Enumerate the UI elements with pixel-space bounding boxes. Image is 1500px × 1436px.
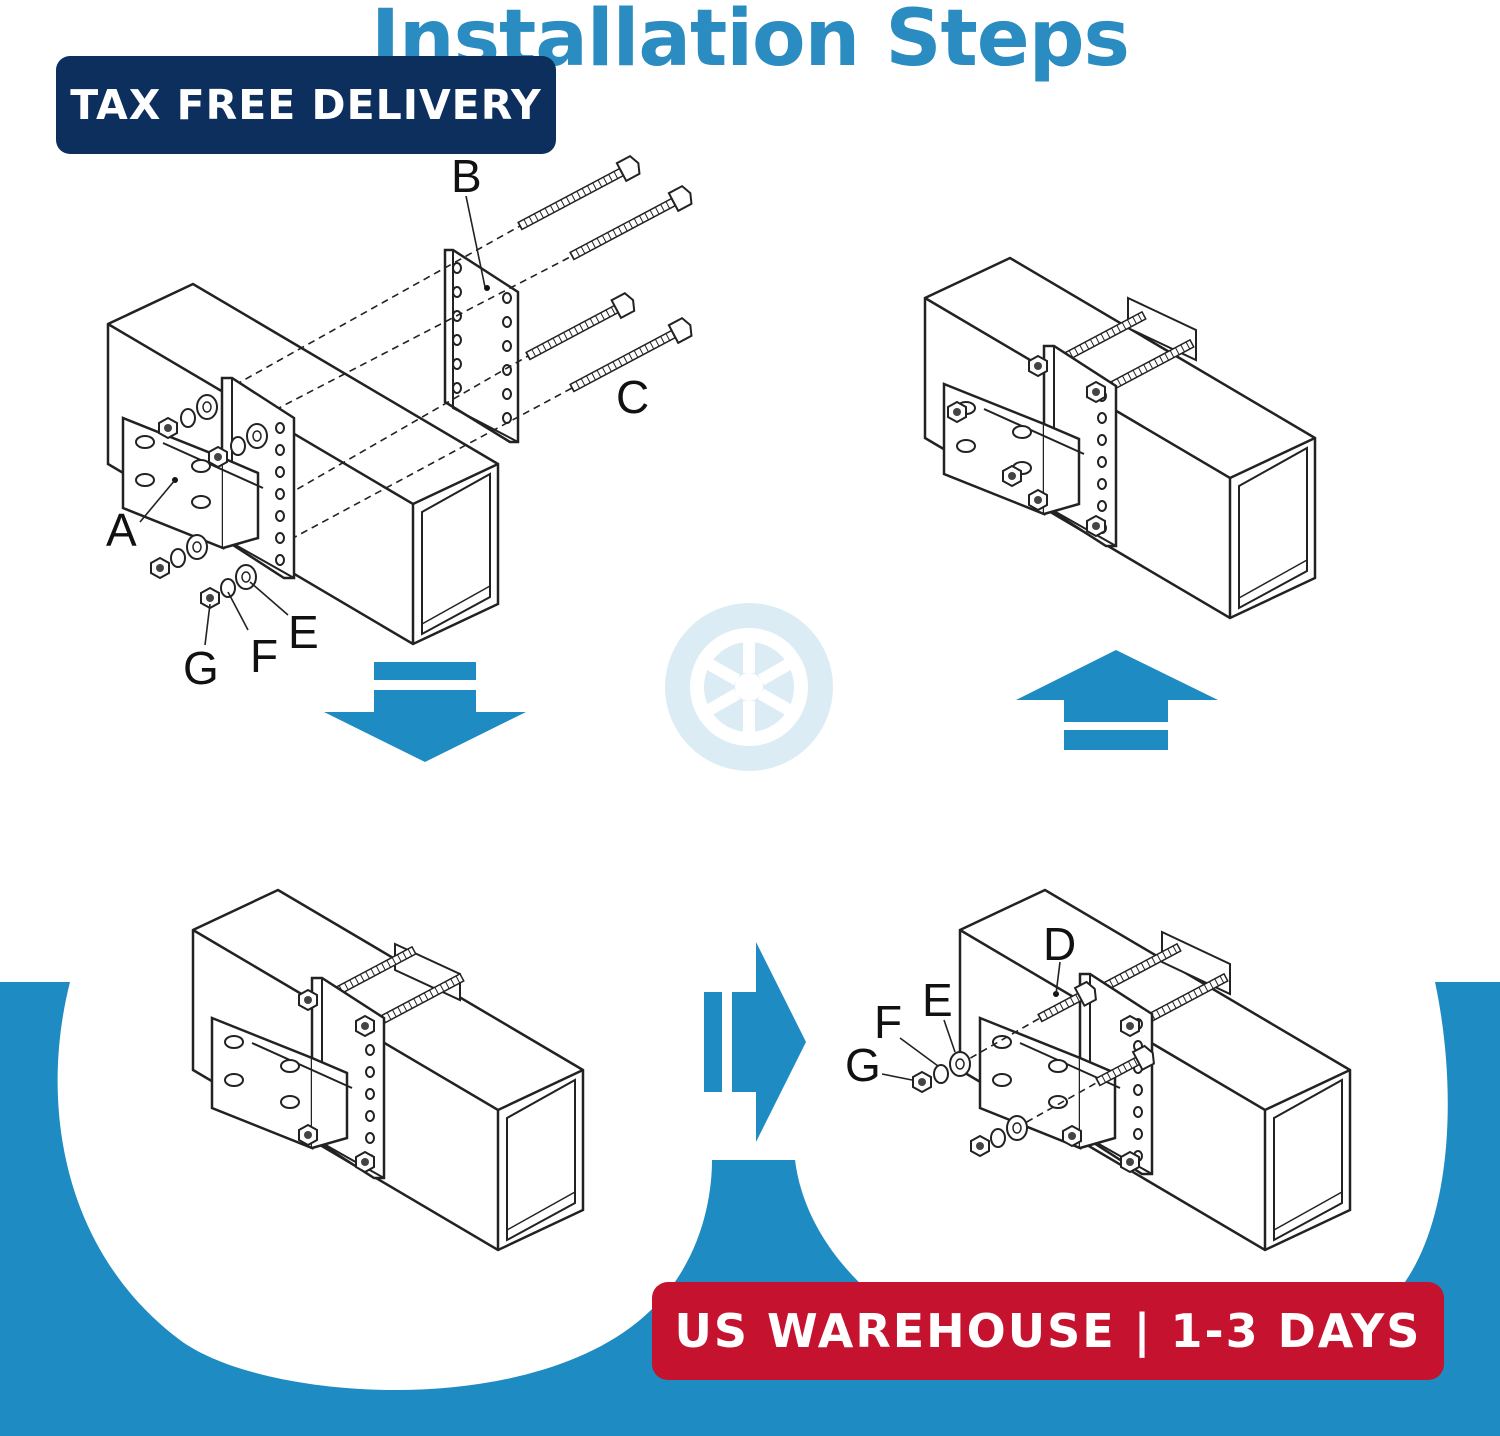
- step-1-exploded-view: B C A E F G: [106, 150, 693, 694]
- label-f: F: [250, 630, 278, 682]
- label-f-step4: F: [874, 996, 902, 1048]
- label-c: C: [616, 371, 649, 423]
- label-d: D: [1043, 918, 1076, 970]
- label-e-step4: E: [922, 974, 953, 1026]
- us-warehouse-badge: US WAREHOUSE | 1-3 DAYS: [652, 1282, 1444, 1380]
- step-4-exploded-view: D E F G: [845, 888, 1352, 1252]
- wheel-logo-icon: [665, 603, 833, 771]
- blue-background-band: [0, 982, 1500, 1436]
- label-g: G: [183, 642, 219, 694]
- tax-free-delivery-badge: TAX FREE DELIVERY: [56, 56, 556, 154]
- label-e: E: [288, 606, 319, 658]
- label-b: B: [451, 150, 482, 202]
- label-a: A: [106, 504, 137, 556]
- label-g-step4: G: [845, 1039, 881, 1091]
- step-3-assembled-view: [923, 256, 1317, 620]
- step-2-assembled-view: [191, 888, 585, 1252]
- arrow-right-icon: [704, 942, 806, 1142]
- arrow-down-icon: [324, 662, 526, 762]
- arrow-up-icon: [1016, 650, 1218, 750]
